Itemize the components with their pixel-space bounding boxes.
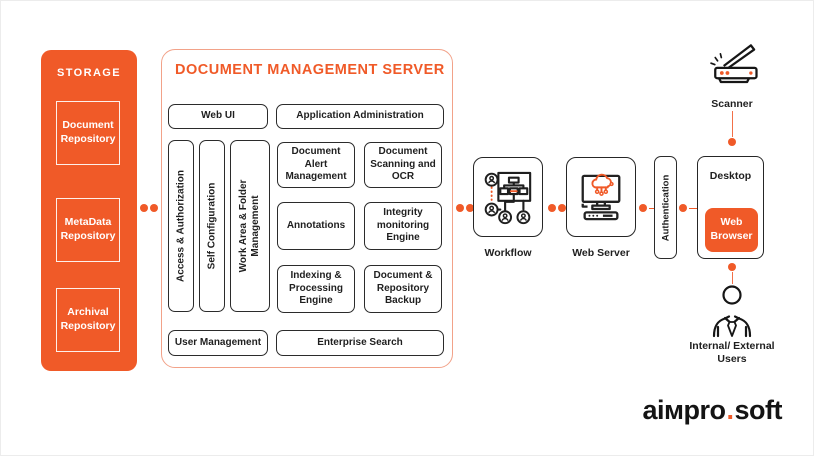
desktop-label: Desktop [709, 170, 752, 182]
work-area-folder-management-label: Work Area & Folder Management [238, 179, 261, 273]
connector-line [731, 272, 734, 284]
workflow-box [473, 157, 543, 237]
connector-line [731, 111, 734, 137]
connector-line [649, 207, 655, 210]
user-management-box: User Management [168, 330, 268, 356]
access-authorization-box: Access & Authorization [168, 140, 194, 312]
brand-logo-name: aiмpro [642, 395, 726, 425]
users-label: Internal/ External Users [689, 340, 775, 366]
workflow-label: Workflow [484, 247, 532, 259]
connector-storage-server [140, 204, 158, 212]
storage-title: STORAGE [57, 67, 121, 79]
integrity-monitoring-engine-box: Integrity monitoring Engine [364, 202, 442, 250]
connector-dot [728, 138, 736, 146]
users-group [704, 282, 760, 343]
connector-dot [639, 204, 647, 212]
connector-workflow-webserver [548, 204, 566, 212]
enterprise-search-box: Enterprise Search [276, 330, 444, 356]
dms-panel: DOCUMENT MANAGEMENT SERVER Web UI Applic… [161, 49, 453, 368]
connector-dot [150, 204, 158, 212]
self-configuration-box: Self Configuration [199, 140, 225, 312]
connector-line [689, 207, 697, 210]
access-authorization-label: Access & Authorization [175, 170, 187, 282]
authentication-label: Authentication [660, 174, 671, 241]
flatbed-scanner-icon [710, 44, 758, 84]
scanner-label: Scanner [711, 98, 753, 110]
archival-repository-box: Archival Repository [56, 288, 120, 352]
businessman-icon [712, 285, 752, 338]
application-administration-box: Application Administration [276, 104, 444, 129]
connector-dot [679, 204, 687, 212]
indexing-processing-engine-box: Indexing & Processing Engine [277, 265, 355, 313]
document-alert-management-box: Document Alert Management [277, 142, 355, 188]
web-ui-box: Web UI [168, 104, 268, 129]
brand-logo: aiмpro.soft [616, 395, 783, 426]
document-repository-box: Document Repository [56, 101, 120, 165]
web-server-icon [581, 173, 621, 221]
desktop-box: Desktop Web Browser [697, 156, 764, 259]
connector-dot [456, 204, 464, 212]
authentication-box: Authentication [654, 156, 677, 259]
web-browser-box: Web Browser [705, 208, 758, 252]
connector-dot [140, 204, 148, 212]
brand-logo-suffix: soft [734, 395, 783, 425]
document-scanning-ocr-box: Document Scanning and OCR [364, 142, 442, 188]
connector-dot [558, 204, 566, 212]
connector-dot [548, 204, 556, 212]
workflow-icon [484, 171, 532, 225]
connector-dot [466, 204, 474, 212]
document-repository-backup-box: Document & Repository Backup [364, 265, 442, 313]
brand-logo-dot: . [726, 395, 734, 425]
scanner-group [704, 37, 764, 100]
work-area-folder-management-box: Work Area & Folder Management [230, 140, 270, 312]
web-server-label: Web Server [572, 247, 630, 259]
dms-title: DOCUMENT MANAGEMENT SERVER [175, 62, 445, 78]
annotations-box: Annotations [277, 202, 355, 250]
metadata-repository-box: MetaData Repository [56, 198, 120, 262]
connector-server-workflow [456, 204, 474, 212]
self-configuration-label: Self Configuration [206, 182, 218, 270]
connector-dot [728, 263, 736, 271]
storage-panel: STORAGE Document Repository MetaData Rep… [41, 50, 137, 371]
web-server-box [566, 157, 636, 237]
